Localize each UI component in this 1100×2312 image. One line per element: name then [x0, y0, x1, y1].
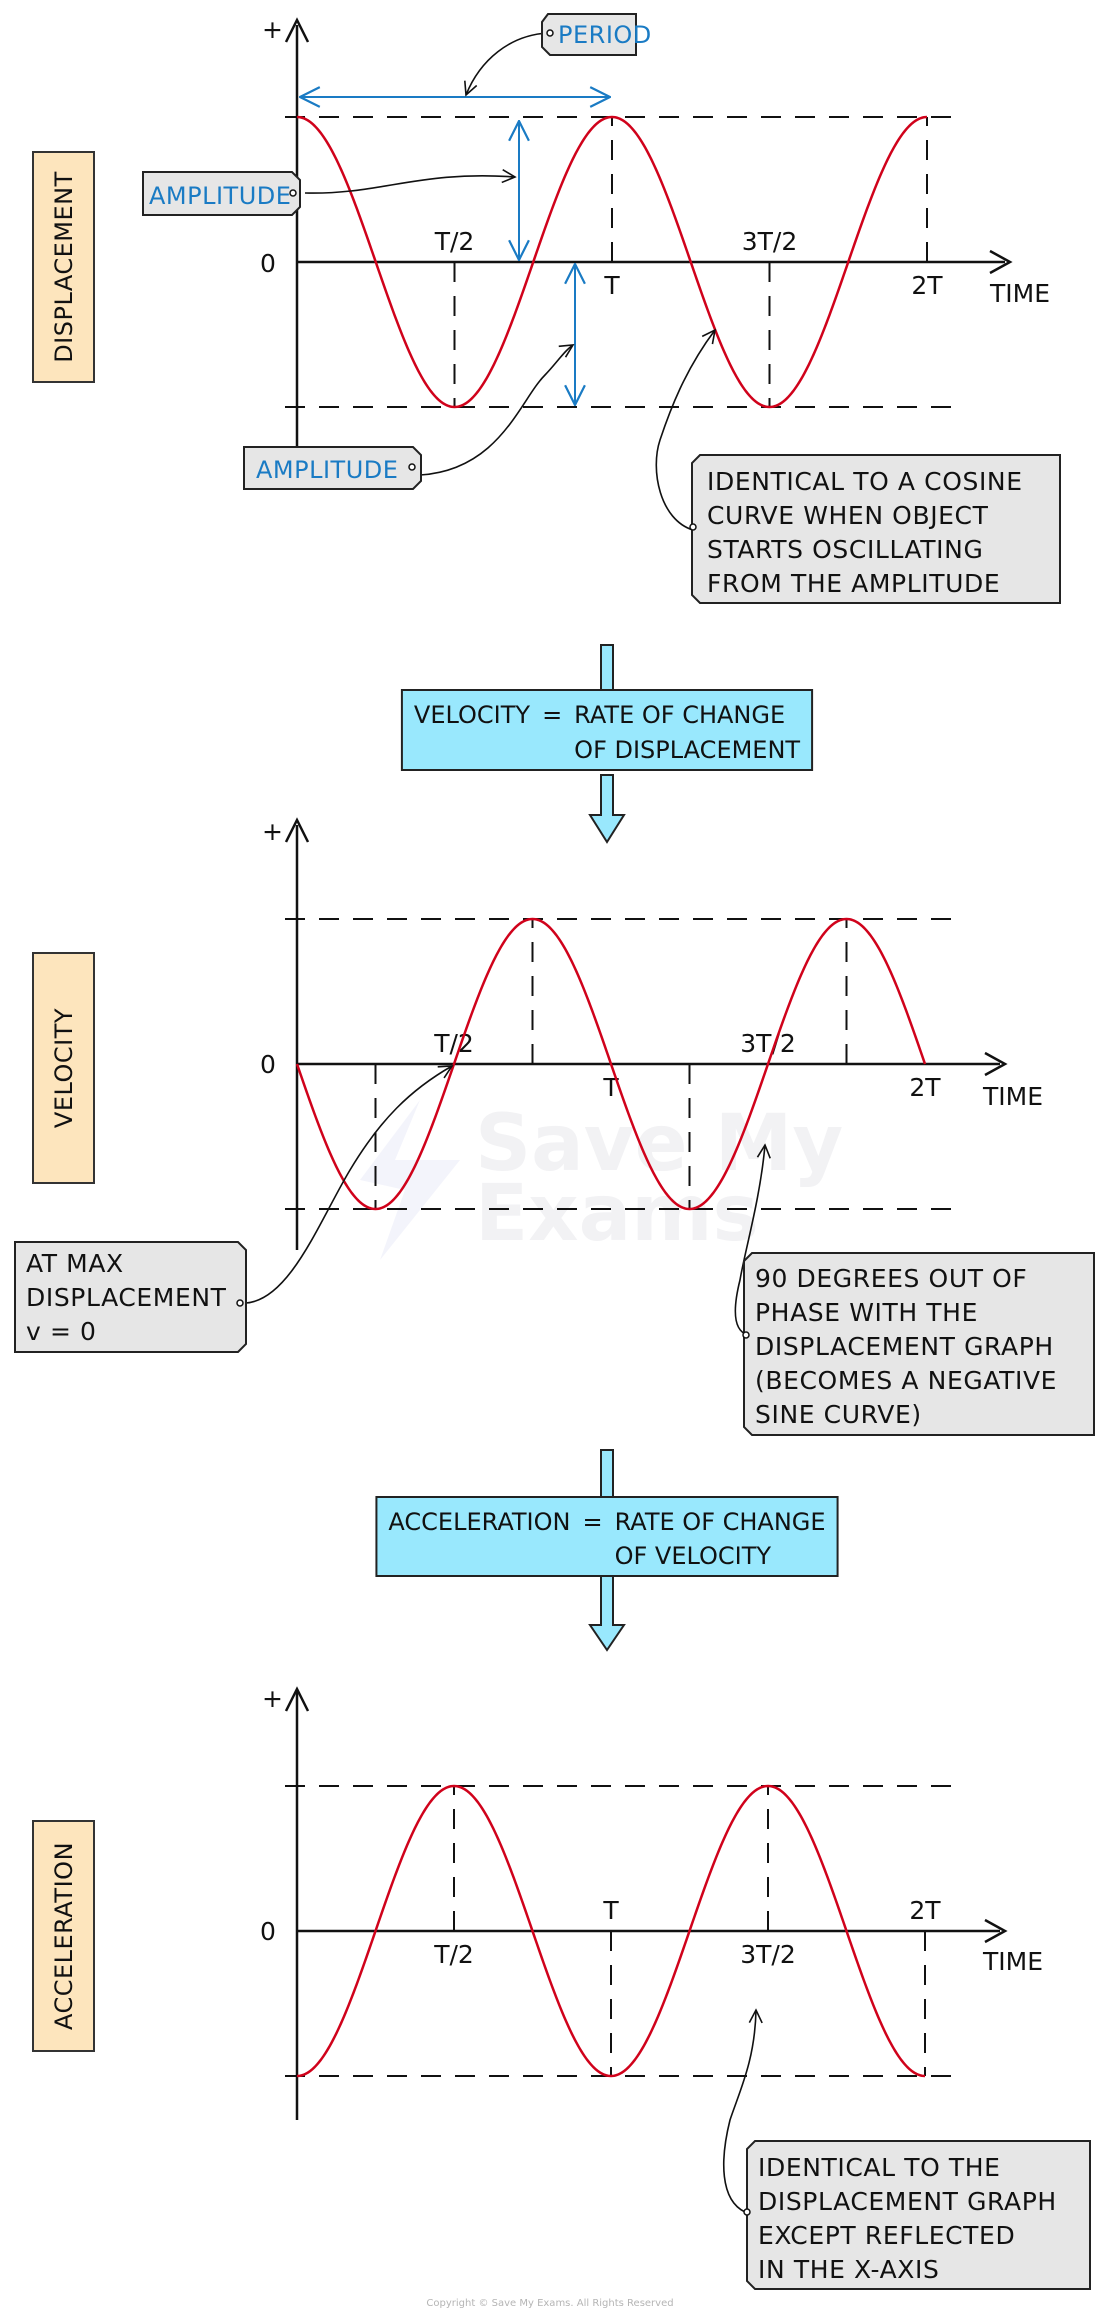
period-pointer	[466, 32, 549, 95]
callout-line: SINE CURVE)	[755, 1400, 922, 1429]
acceleration-curve	[296, 1784, 926, 2078]
tick-label: 3T/2	[740, 1029, 796, 1058]
formula-line1: RATE OF CHANGE	[574, 701, 785, 729]
cosine-callout: IDENTICAL TO A COSINE CURVE WHEN OBJECT …	[689, 454, 1061, 604]
watermark: Save My Exams	[360, 1099, 843, 1260]
tick-label: 2T	[909, 1896, 941, 1925]
side-label-velocity: VELOCITY	[32, 952, 95, 1184]
tick-labels: T/2T 3T/2 2T	[434, 227, 944, 300]
reflection-pointer	[722, 2010, 756, 2213]
callout-line: EXCEPT REFLECTED	[758, 2221, 1015, 2250]
side-label-displacement: DISPLACEMENT	[32, 151, 95, 383]
y-axis-arrow-icon	[284, 1686, 310, 1712]
max-displacement-pointer	[245, 1066, 452, 1304]
plus-label: +	[262, 817, 283, 846]
phase-pointer	[734, 1145, 765, 1336]
reflection-callout: IDENTICAL TO THE DISPLACEMENT GRAPH EXCE…	[743, 2140, 1091, 2290]
acceleration-formula-box: ACCELERATION = RATE OF CHANGE OF VELOCIT…	[375, 1496, 839, 1577]
watermark-line1: Save My	[475, 1099, 843, 1189]
callout-line: IDENTICAL TO THE	[758, 2153, 1001, 2182]
displacement-graph: DISPLACEMENT + 0 TIME T/2T 3T/2 2T PERIOD	[32, 13, 1061, 604]
plus-label: +	[262, 1684, 283, 1713]
callout-line: FROM THE AMPLITUDE	[707, 569, 1000, 598]
acceleration-graph: ACCELERATION + 0 TIME T/2 T 3T/2 2T IDENTIC…	[32, 1684, 1091, 2290]
velocity-graph: VELOCITY + 0 TIME T/2T 3T/2 2T AT MAX DISP…	[14, 817, 1095, 1436]
tick-labels: T/2 T 3T/2 2T	[433, 1896, 941, 1969]
x-axis-label: TIME	[982, 1082, 1043, 1111]
x-axis-arrow-icon	[984, 1918, 1008, 1944]
callout-line: CURVE WHEN OBJECT	[707, 501, 989, 530]
tick-label: 2T	[909, 1073, 941, 1102]
period-tag: PERIOD	[541, 13, 652, 56]
side-label-text: DISPLACEMENT	[50, 171, 78, 363]
velocity-formula-flow: VELOCITY = RATE OF CHANGE OF DISPLACEMEN…	[400, 644, 814, 844]
side-label-text: ACCELERATION	[50, 1842, 78, 2030]
guide-lines	[285, 1785, 955, 2077]
amplitude-tag-bottom: AMPLITUDE	[243, 446, 422, 490]
zero-label: 0	[260, 1050, 276, 1079]
tick-label: T	[602, 1073, 619, 1102]
amplitude-label-top: AMPLITUDE	[149, 182, 291, 210]
x-axis-arrow-icon	[989, 249, 1013, 275]
callout-line: DISPLACEMENT GRAPH	[758, 2187, 1057, 2216]
tick-label: T	[603, 271, 620, 300]
cosine-pointer	[655, 330, 715, 531]
side-label-text: VELOCITY	[50, 1008, 78, 1128]
max-displacement-callout: AT MAX DISPLACEMENT v = 0	[14, 1241, 247, 1353]
plus-label: +	[262, 15, 283, 44]
tick-labels: T/2T 3T/2 2T	[433, 1029, 941, 1102]
side-label-acceleration: ACCELERATION	[32, 1820, 95, 2052]
velocity-formula-box: VELOCITY = RATE OF CHANGE OF DISPLACEMEN…	[400, 689, 814, 771]
phase-callout: 90 DEGREES OUT OF PHASE WITH THE DISPLAC…	[742, 1252, 1095, 1436]
x-axis-arrow-icon	[984, 1051, 1008, 1077]
formula-line2: OF DISPLACEMENT	[574, 736, 800, 764]
flow-arrow-down-icon	[588, 1574, 626, 1652]
flow-arrow-down-icon	[588, 774, 626, 844]
callout-line: PHASE WITH THE	[755, 1298, 978, 1327]
tick-label: T/2	[433, 1029, 474, 1058]
amplitude-tag-top: AMPLITUDE	[142, 171, 301, 216]
axes: + 0 TIME	[260, 817, 1043, 1250]
zero-label: 0	[260, 1917, 276, 1946]
tick-label: 3T/2	[740, 1940, 796, 1969]
guide-lines	[285, 116, 955, 408]
formula-lhs: VELOCITY	[414, 701, 530, 729]
acceleration-formula-flow: ACCELERATION = RATE OF CHANGE OF VELOCIT…	[375, 1449, 839, 1652]
callout-line: IDENTICAL TO A COSINE	[707, 467, 1023, 496]
watermark-line2: Exams	[475, 1169, 759, 1259]
callout-line: (BECOMES A NEGATIVE	[755, 1366, 1057, 1395]
formula-equals: =	[582, 1508, 602, 1536]
tick-label: T/2	[434, 227, 475, 256]
formula-lhs: ACCELERATION	[388, 1508, 570, 1536]
y-axis-arrow-icon	[284, 17, 310, 43]
callout-line: AT MAX	[26, 1249, 124, 1278]
callout-line: DISPLACEMENT	[26, 1283, 227, 1312]
axes: + 0 TIME	[260, 1684, 1043, 2120]
axes: + 0 TIME	[260, 15, 1050, 446]
tick-label: T/2	[433, 1940, 474, 1969]
formula-line1: RATE OF CHANGE	[615, 1508, 826, 1536]
amplitude-bottom-pointer	[419, 345, 573, 476]
velocity-curve	[295, 917, 927, 1211]
amplitude-top-pointer	[304, 176, 515, 194]
tick-label: 2T	[911, 271, 943, 300]
tick-label: T	[602, 1896, 619, 1925]
y-axis-arrow-icon	[284, 817, 310, 843]
zero-label: 0	[260, 249, 276, 278]
formula-equals: =	[542, 701, 562, 729]
period-label: PERIOD	[558, 21, 652, 49]
callout-line: v = 0	[26, 1317, 97, 1346]
formula-line2: OF VELOCITY	[615, 1542, 772, 1570]
copyright-text: Copyright © Save My Exams. All Rights Re…	[426, 2298, 673, 2309]
tick-label: 3T/2	[742, 227, 798, 256]
x-axis-label: TIME	[982, 1947, 1043, 1976]
callout-line: DISPLACEMENT GRAPH	[755, 1332, 1054, 1361]
x-axis-label: TIME	[989, 279, 1050, 308]
callout-line: IN THE X-AXIS	[758, 2255, 939, 2284]
displacement-curve	[296, 115, 928, 409]
callout-line: STARTS OSCILLATING	[707, 535, 983, 564]
amplitude-label-bottom: AMPLITUDE	[256, 456, 398, 484]
callout-line: 90 DEGREES OUT OF	[755, 1264, 1027, 1293]
